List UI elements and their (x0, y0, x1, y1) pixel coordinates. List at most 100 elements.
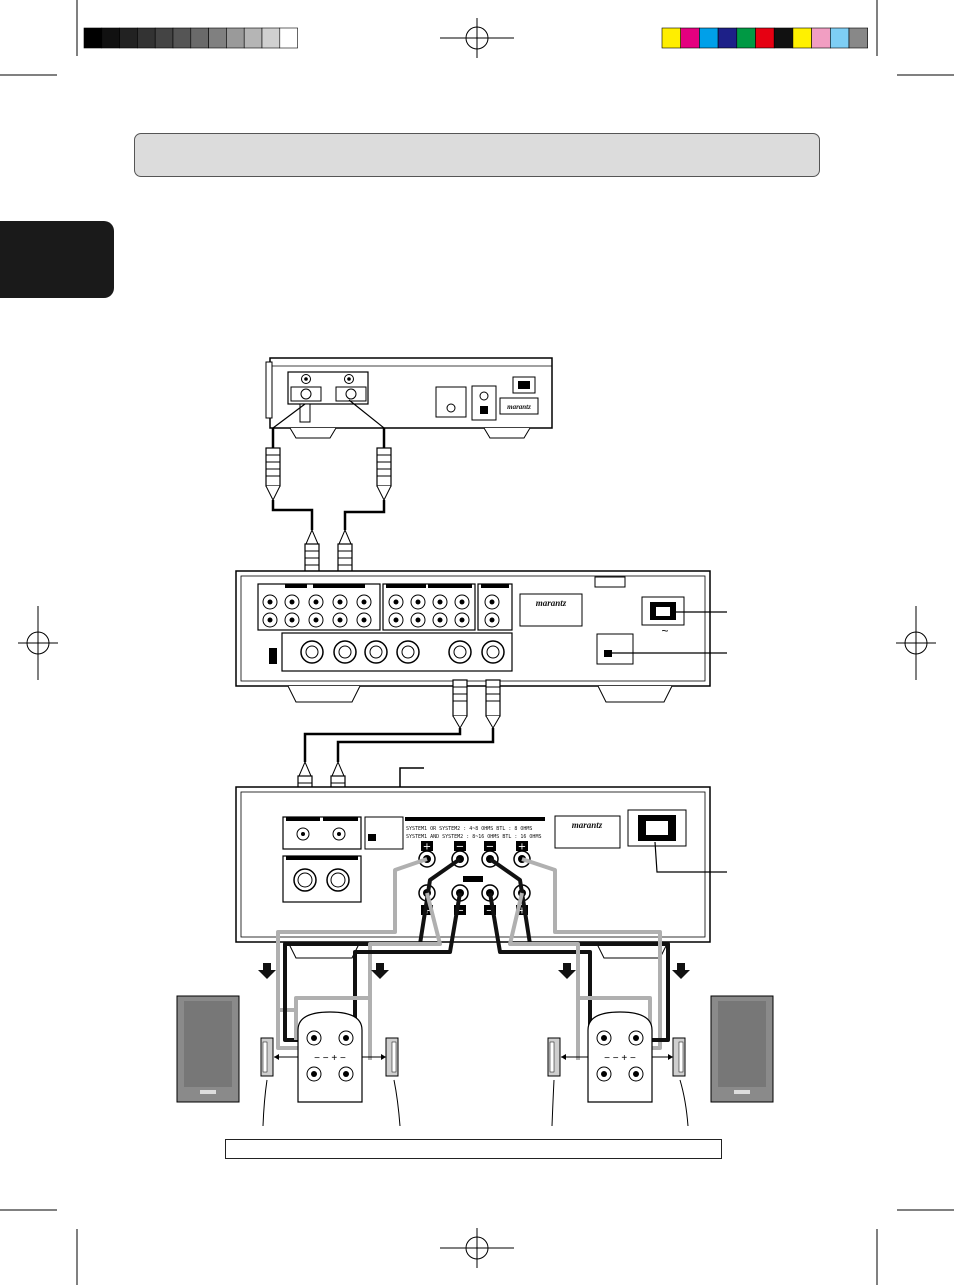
rca-jack-center (393, 599, 399, 605)
polarity-tag (454, 905, 466, 915)
polarity-tag (454, 841, 466, 851)
registration-mark-left (18, 606, 58, 680)
rca-jack-center (437, 599, 443, 605)
terminal-polarity-left: − − + − (314, 1053, 346, 1064)
color-swatch (717, 27, 738, 49)
gray-swatch (137, 27, 156, 49)
rca-jack-center (267, 617, 273, 623)
polarity-symbol: + (423, 842, 431, 853)
speaker-terminal-plate-right: − − + − (587, 1011, 653, 1103)
color-swatch (811, 27, 831, 49)
gray-swatch (101, 27, 120, 49)
gray-swatch (243, 27, 263, 49)
rca-jack-center (267, 599, 273, 605)
gray-scale-bar (83, 27, 298, 49)
rca-jack-center (489, 599, 495, 605)
gray-swatch (190, 27, 209, 49)
rca-plug-preamp-out-right (485, 679, 501, 729)
cable-pre-power-right (336, 728, 495, 762)
preamp-balanced-jacks (300, 640, 505, 664)
caption-box (225, 1139, 722, 1159)
registration-mark-right (896, 606, 936, 680)
polarity-symbol: − (456, 906, 464, 917)
rca-jack-center (361, 599, 367, 605)
rca-jack-center (337, 599, 343, 605)
registration-mark-bottom (440, 1228, 514, 1268)
color-swatch (773, 27, 794, 49)
speaker-cabinet-left (176, 995, 240, 1103)
rca-jack-center (437, 617, 443, 623)
color-swatch (792, 27, 812, 49)
rca-jack-center (415, 617, 421, 623)
color-swatch (829, 27, 850, 49)
cd-player-logo: marantz (507, 403, 531, 411)
gray-swatch (83, 27, 103, 49)
rca-cable-cd-right (348, 399, 392, 502)
xlr-jack-inner (369, 645, 383, 659)
rca-jack-center (415, 599, 421, 605)
rca-jack-center (289, 617, 295, 623)
rca-jack-center (313, 599, 319, 605)
cable-pre-power-left (303, 728, 462, 762)
preamplifier-rear: marantz ~ (235, 570, 727, 703)
polarity-tag (516, 905, 528, 915)
speaker-terminal-plate-left: − − + − (297, 1011, 363, 1103)
polarity-tag (484, 905, 496, 915)
polarity-symbol: − (486, 842, 494, 853)
polarity-symbol: − (456, 842, 464, 853)
rca-jack-center (289, 599, 295, 605)
gray-swatch (154, 27, 174, 49)
color-swatch (848, 27, 869, 49)
preamp-logo: marantz (536, 598, 567, 608)
speaker-cabinet-right (710, 995, 774, 1103)
rca-jack-center (393, 617, 399, 623)
xlr-jack-inner (338, 645, 352, 659)
gray-swatch (119, 27, 138, 49)
gray-swatch (226, 27, 245, 49)
color-swatch (680, 27, 700, 49)
rca-plug-preamp-out-left (452, 679, 468, 729)
color-swatch (736, 27, 756, 49)
direction-arrows (258, 963, 690, 979)
rca-jack-center (361, 617, 367, 623)
polarity-tag (421, 841, 433, 851)
process-color-bar (661, 27, 869, 49)
gray-swatch (279, 27, 298, 49)
color-swatch (699, 27, 719, 49)
rca-jack-center (489, 617, 495, 623)
rca-jack-center (459, 617, 465, 623)
gray-swatch (261, 27, 281, 49)
color-swatch (661, 27, 682, 49)
rca-jack-center (313, 617, 319, 623)
impedance-label-line2: SYSTEM1 AND SYSTEM2 : 8~16 OHMS BTL : 16… (406, 834, 541, 840)
rca-jack-center (459, 599, 465, 605)
gray-swatch (208, 27, 227, 49)
polarity-symbol: − (486, 906, 494, 917)
impedance-label-line1: SYSTEM1 OR SYSTEM2 : 4~8 OHMS BTL : 8 OH… (406, 826, 532, 832)
power-amp-logo: marantz (572, 820, 603, 830)
polarity-symbol: + (518, 842, 526, 853)
xlr-jack-inner (453, 645, 467, 659)
xlr-jack-inner (401, 645, 415, 659)
color-swatch (755, 27, 775, 49)
language-side-tab (0, 221, 114, 298)
power-amplifier-rear: SYSTEM1 OR SYSTEM2 : 4~8 OHMS BTL : 8 OH… (235, 786, 727, 959)
xlr-jack-inner (486, 645, 500, 659)
rca-cable-cd-left (265, 403, 311, 502)
speaker-brackets (260, 1037, 689, 1127)
registration-mark-top (440, 18, 514, 58)
terminal-polarity-right: − − + − (604, 1053, 636, 1064)
cable-cd-right-run (343, 500, 386, 530)
svg-text:~: ~ (661, 624, 668, 638)
preamp-input-jacks (262, 594, 500, 628)
cable-cd-left-run (271, 500, 314, 530)
xlr-jack-inner (305, 645, 319, 659)
rca-jack-center (337, 617, 343, 623)
polarity-symbol: + (518, 906, 526, 917)
polarity-tag (516, 841, 528, 851)
cd-player-rear: marantz (265, 357, 553, 439)
gray-swatch (172, 27, 192, 49)
polarity-tag (484, 841, 496, 851)
